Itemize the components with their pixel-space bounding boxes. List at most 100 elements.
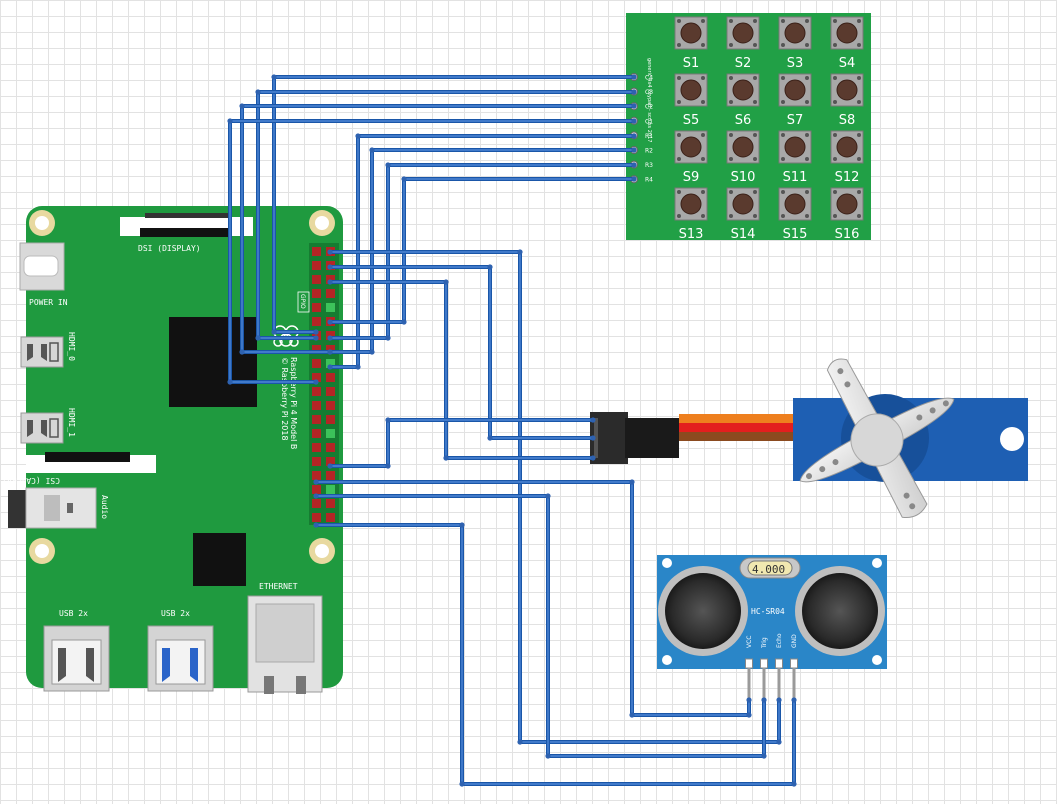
power-in-label: POWER IN [29,298,68,307]
keypad-pin-label: R3 [645,162,653,169]
keypad-key[interactable]: S9 [674,130,708,185]
keypad-key-label: S10 [731,170,756,185]
gpio-pin [326,289,335,298]
gpio-pin [312,457,321,466]
wire-highlight [241,105,634,353]
audio-label: Audio [100,495,109,519]
gpio-pin [312,513,321,522]
gpio-pin [312,247,321,256]
keypad-key[interactable]: S14 [726,187,760,242]
gpio-pin [312,289,321,298]
keypad-key[interactable]: S7 [778,73,812,128]
wire-bend-point [590,455,596,461]
wire-bend-point [761,697,767,703]
keypad-key[interactable]: S4 [830,16,864,71]
wire-bend-point [355,133,361,139]
keypad-key[interactable]: S16 [830,187,864,242]
sensor-pin [747,668,751,700]
gpio-pin [312,401,321,410]
mounting-holes [29,210,335,564]
servo-mount-hole [1000,427,1024,451]
keypad-key[interactable]: S11 [778,130,812,185]
sensor-mount-holes [662,558,882,665]
sensor-pin-label: VCC [746,636,753,648]
gpio-label: GPIO [299,294,306,309]
wire-bend-point [313,479,319,485]
servo-horn [799,358,955,518]
wire-bend-point [313,493,319,499]
keypad-key[interactable]: S10 [726,130,760,185]
wire-bend-point [631,147,637,153]
wire-bend-point [327,319,333,325]
usb-left-label: USB 2x [59,609,88,618]
pi-pcb [26,206,343,688]
wire-bend-point [327,463,333,469]
wire-bend-point [545,753,551,759]
sensor-pin-socket [775,658,783,669]
keypad-key[interactable]: S2 [726,16,760,71]
wire-bend-point [327,264,333,270]
wire-bend-point [459,522,465,528]
keypad-key[interactable]: S3 [778,16,812,71]
sensor-model-label: HC-SR04 [751,607,785,616]
keypad-key[interactable]: S6 [726,73,760,128]
keypad-pin-label: R2 [645,148,653,155]
keypad-key-label: S1 [683,56,700,71]
wire-bend-point [385,162,391,168]
keypad-key-label: S7 [787,113,804,128]
keypad-key-label: S16 [835,227,860,242]
wire-bend-point [401,176,407,182]
wire-bend-point [629,712,635,718]
keypad-key[interactable]: S8 [830,73,864,128]
wire-highlight [273,76,634,333]
wire-bend-point [327,364,333,370]
wire-bend-point [313,329,319,335]
wire[interactable] [328,280,595,460]
usb-right-label: USB 2x [161,609,190,618]
keypad-key-label: S2 [735,56,752,71]
wire-bend-point [313,379,319,385]
usb3-port [147,625,214,692]
wire-bend-point [459,781,465,787]
wire-bend-point [776,739,782,745]
keypad-key[interactable]: S13 [674,187,708,242]
keypad-key-label: S8 [839,113,856,128]
servo-cable [679,414,809,441]
gpio-pin [326,373,335,382]
keypad-key[interactable]: S12 [830,130,864,185]
usb-c-power-port [19,242,65,291]
hdmi-0-port [20,336,64,368]
keypad-pin-label: R4 [645,177,653,184]
gpio-pin [326,457,335,466]
wire-bend-point [227,118,233,124]
keypad-pin-label: R1 [645,133,653,140]
gpio-pin [326,443,335,452]
keypad-key-label: S14 [731,227,756,242]
keypad-key[interactable]: S15 [778,187,812,242]
gpio-pin [312,317,321,326]
wire-bend-point [631,133,637,139]
wire-bend-point [517,249,523,255]
gpio-pin [312,415,321,424]
wire-bend-point [239,349,245,355]
wire-bend-point [487,264,493,270]
wire-bend-point [255,89,261,95]
audio-jack [8,487,97,529]
wire-bend-point [327,349,333,355]
csi-label: CSI (CAMERA) [2,476,60,485]
wire-bend-point [271,74,277,80]
gpio-pin [326,359,335,368]
sensor-pin-socket [790,658,798,669]
keypad-key[interactable]: S5 [674,73,708,128]
keypad-pin-label: C4 [645,75,653,82]
wire-highlight [229,120,634,383]
keypad-key[interactable]: S1 [674,16,708,71]
wire-bend-point [746,697,752,703]
wire-bend-point [385,417,391,423]
gpio-pin [312,387,321,396]
ethernet-label: ETHERNET [259,582,298,591]
wire-bend-point [313,335,319,341]
sensor-pin-socket [760,658,768,669]
wire-bend-point [327,335,333,341]
wire-highlight [330,281,593,459]
